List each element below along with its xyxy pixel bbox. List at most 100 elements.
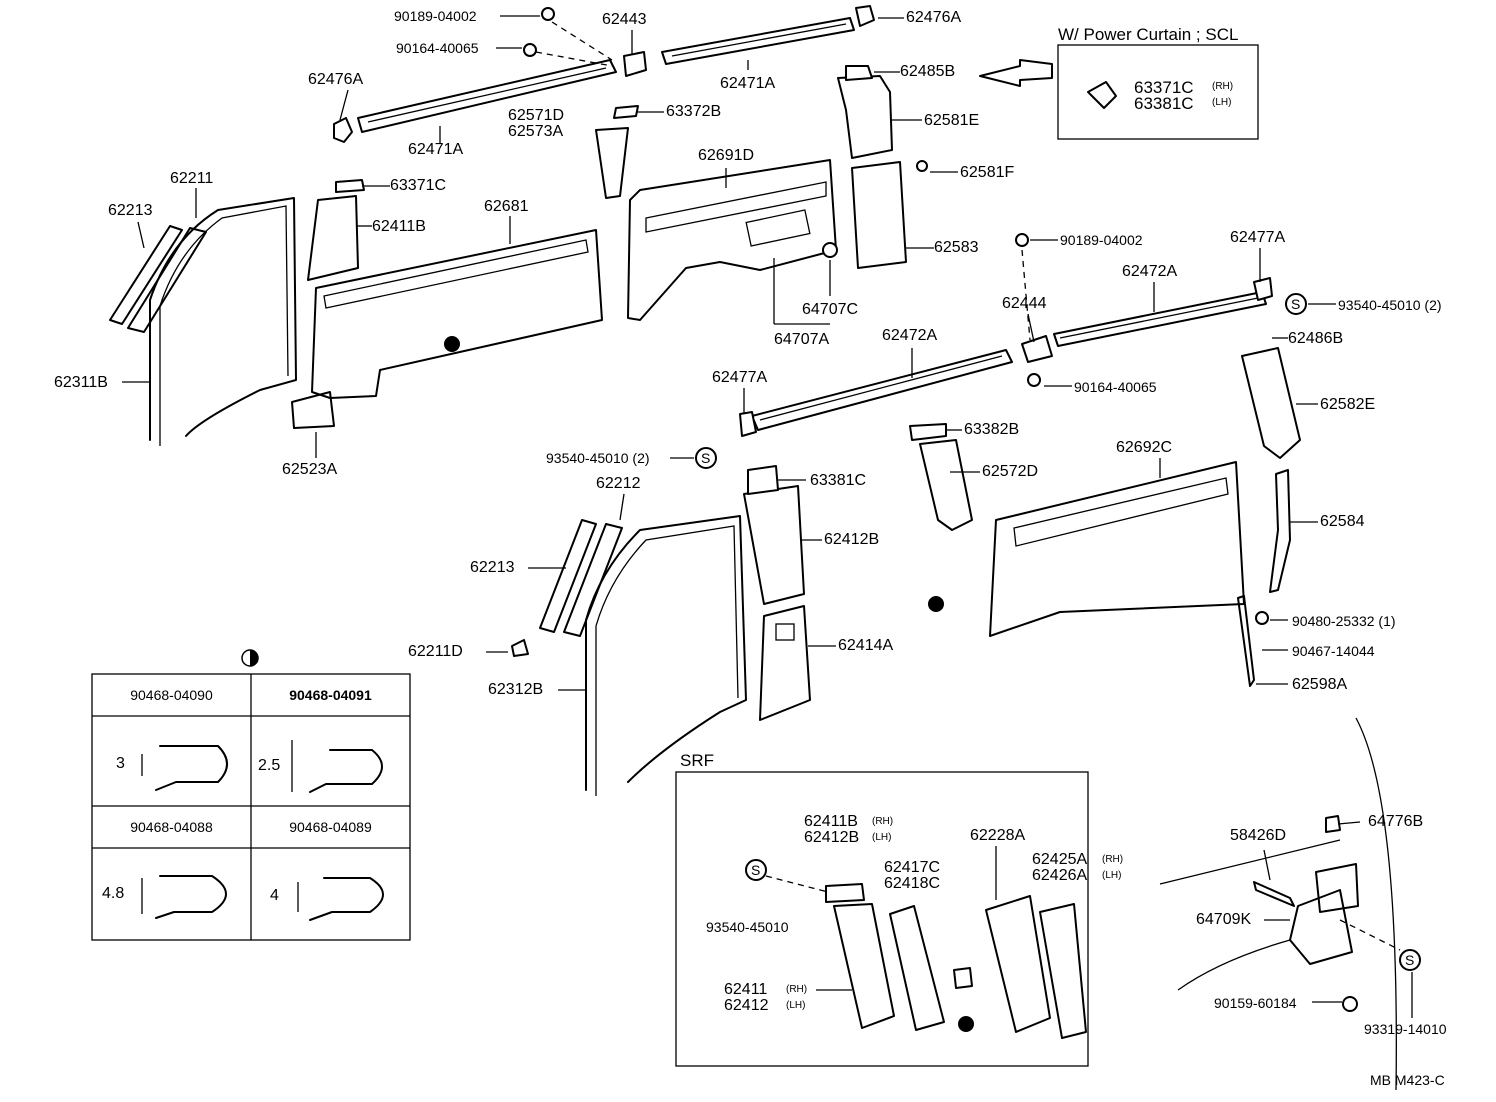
label-90467-14044: 90467-14044 <box>1292 643 1375 659</box>
bottom-right-assembly <box>1159 717 1401 1091</box>
label-64776B: 64776B <box>1368 813 1424 830</box>
label-lh-2: (LH) <box>1102 870 1122 881</box>
label-62412B: 62412B <box>824 531 880 548</box>
srf-box-border <box>675 771 1089 1067</box>
clip-header-4: 90468-04089 <box>289 819 372 835</box>
power-curtain-lh: (LH) <box>1212 97 1232 108</box>
pillar-62581E <box>837 65 893 159</box>
s-symbol-2: S <box>701 450 711 466</box>
panel-62681 <box>311 229 603 399</box>
label-62477A-left: 62477A <box>712 369 768 386</box>
clip-dim-3: 4.8 <box>102 885 125 902</box>
label-62211D: 62211D <box>408 643 463 660</box>
clip-shape-2 <box>309 749 383 793</box>
end-cap-62477A-left <box>739 411 757 437</box>
label-62486B: 62486B <box>1288 330 1344 347</box>
label-62692C: 62692C <box>1116 439 1173 456</box>
label-93540-45010-right: 93540-45010 (2) <box>1338 297 1442 313</box>
s-symbols <box>695 293 1421 971</box>
clip-header-1: 90468-04090 <box>130 687 213 703</box>
clip-90189-mid <box>1015 233 1029 247</box>
label-93540-45010-mid: 93540-45010 (2) <box>546 450 650 466</box>
label-64707C: 64707C <box>802 301 859 318</box>
label-62583: 62583 <box>934 239 979 256</box>
roof-rail-62472A-mid <box>751 349 1013 431</box>
footer-code: MB M423-C <box>1370 1072 1445 1088</box>
power-curtain-rh-part: 63371C <box>1134 78 1194 97</box>
s-symbol-1: S <box>1291 296 1301 312</box>
label-62571D: 62571D <box>508 107 565 124</box>
label-62477A-right: 62477A <box>1230 229 1286 246</box>
label-lh-3: (LH) <box>786 1000 806 1011</box>
label-90189-04002-top: 90189-04002 <box>394 8 477 24</box>
power-curtain-lh-part: 63381C <box>1134 94 1194 113</box>
clip-90189-top <box>541 7 555 21</box>
clip-shape-3 <box>155 875 227 919</box>
label-62228A: 62228A <box>970 827 1026 844</box>
clip-table <box>91 673 411 941</box>
label-63371C: 63371C <box>390 177 447 194</box>
label-lh-1: (LH) <box>872 832 892 843</box>
label-90164-40065-mid: 90164-40065 <box>1074 379 1157 395</box>
label-62471A-right: 62471A <box>720 75 776 92</box>
label-62476A-left: 62476A <box>308 71 364 88</box>
label-62411B-srf: 62411B <box>804 813 858 830</box>
label-62412B-srf: 62412B <box>804 829 860 846</box>
joint-62443 <box>623 51 647 77</box>
end-cap-62476A-left <box>333 117 353 143</box>
label-62411B: 62411B <box>372 218 426 235</box>
pillar-62572D <box>909 423 973 612</box>
label-90480-25332: 90480-25332 (1) <box>1292 613 1396 629</box>
roof-rail-62472A-right <box>1053 291 1267 347</box>
roof-rail-62471A-left <box>357 59 617 133</box>
label-90159-60184: 90159-60184 <box>1214 995 1297 1011</box>
label-62572D: 62572D <box>982 463 1039 480</box>
label-58426D: 58426D <box>1230 827 1287 844</box>
label-62691D: 62691D <box>698 147 755 164</box>
pillar-62411B <box>307 179 365 281</box>
label-63382B: 63382B <box>964 421 1020 438</box>
label-62417C: 62417C <box>884 859 941 876</box>
label-63372B: 63372B <box>666 103 722 120</box>
weatherstrip-62311B <box>149 197 297 446</box>
roof-rail-62471A-right <box>661 17 855 65</box>
s-symbol-4: S <box>1405 952 1415 968</box>
label-rh-2: (RH) <box>1102 854 1124 865</box>
label-62211: 62211 <box>170 170 214 187</box>
label-64709K: 64709K <box>1196 911 1252 928</box>
power-curtain-title: W/ Power Curtain ; SCL <box>1058 25 1239 44</box>
leader-lines <box>122 15 1413 1018</box>
label-62681: 62681 <box>484 198 529 215</box>
srf-title: SRF <box>680 751 714 770</box>
s-symbol-3: S <box>751 862 761 878</box>
label-62411: 62411 <box>724 981 768 998</box>
clip-62211D <box>511 639 529 657</box>
clip-header-2: 90468-04091 <box>289 687 372 703</box>
label-62598A: 62598A <box>1292 676 1348 693</box>
label-64707A: 64707A <box>774 331 830 348</box>
label-62485B: 62485B <box>900 63 956 80</box>
label-62443: 62443 <box>602 11 647 28</box>
label-62312B: 62312B <box>488 681 544 698</box>
label-62412: 62412 <box>724 997 769 1014</box>
label-62213-top: 62213 <box>108 202 153 219</box>
label-62471A-left: 62471A <box>408 141 464 158</box>
label-93319-14010: 93319-14010 <box>1364 1021 1447 1037</box>
label-90189-04002-mid: 90189-04002 <box>1060 232 1143 248</box>
end-cap-62477A-right <box>1253 277 1273 301</box>
half-circle-symbol <box>241 649 259 667</box>
pillar-62583 <box>851 161 907 269</box>
label-62581E: 62581E <box>924 112 980 129</box>
strip-62598A <box>1237 595 1255 687</box>
strip-62213-top <box>109 225 207 333</box>
part-62523A <box>291 391 335 429</box>
label-62573A: 62573A <box>508 123 564 140</box>
pillar-62573A <box>595 105 639 199</box>
label-62425A: 62425A <box>1032 851 1088 868</box>
clip-shape-4 <box>309 877 384 921</box>
clip-shape-1 <box>155 745 228 791</box>
label-62581F: 62581F <box>960 164 1015 181</box>
srf-parts <box>765 875 1087 1039</box>
clip-dim-1: 3 <box>116 755 125 772</box>
leader-dash-top <box>535 21 613 67</box>
